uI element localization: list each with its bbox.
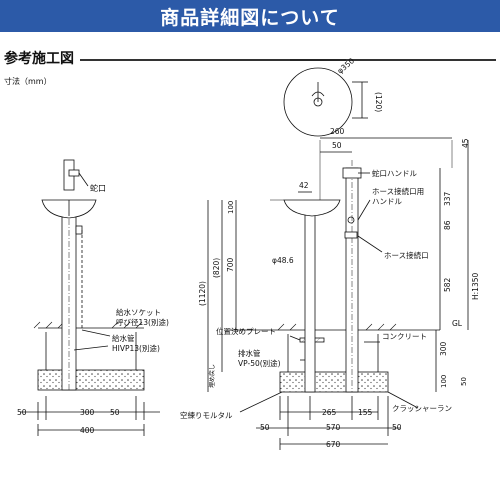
right-view	[207, 137, 469, 450]
dim-left: 50	[17, 408, 27, 417]
mortar-leader	[239, 391, 283, 413]
label-socket-2: 呼び径13(別途)	[116, 317, 169, 327]
dim-42: 42	[299, 181, 309, 190]
top-view	[283, 59, 368, 137]
label-pipe-1: 給水管	[112, 333, 135, 343]
label-drain-2: VP-50(別途)	[238, 358, 281, 368]
label-hose-handle-1: ホース接続口用	[372, 186, 424, 196]
dim-center: 300	[80, 408, 95, 417]
dim-48-6: φ48.6	[272, 256, 294, 265]
top-dia: φ350	[336, 56, 357, 75]
dim-50-r: 50	[392, 423, 402, 432]
dim-50-top: 50	[332, 141, 342, 150]
unit-label: 寸法（mm）	[4, 77, 52, 86]
left-faucet	[68, 169, 80, 177]
section-heading: 参考施工図	[4, 48, 496, 68]
label-pipe-2: HIVP13(別途)	[112, 343, 160, 353]
label-drain-1: 排水管	[238, 348, 261, 358]
label-socket-1: 給水ソケット	[116, 307, 161, 317]
dim-50-b: 50	[460, 377, 468, 386]
section-title: 参考施工図	[4, 51, 74, 67]
label-plate: 位置決めプレート	[216, 326, 276, 336]
top-faucet-shape	[311, 91, 325, 97]
right-drain-pipe	[304, 207, 316, 393]
dim-260: 260	[330, 127, 345, 136]
dim-100-b: 100	[440, 375, 448, 388]
section-rule	[80, 59, 496, 61]
label-gl: GL	[452, 319, 463, 328]
dim-700: 700	[226, 257, 235, 272]
dim-582: 582	[443, 277, 452, 292]
hose-handle-leader	[357, 199, 371, 221]
dim-155: 155	[358, 408, 373, 417]
right-gravel-layer	[279, 371, 389, 393]
right-ground-hatch	[277, 323, 397, 331]
dim-total: 400	[80, 426, 95, 435]
hose-leader	[357, 235, 383, 253]
label-hose: ホース接続口	[384, 250, 429, 260]
label-handle: 蛇口ハンドル	[372, 168, 417, 178]
label-faucet: 蛇口	[90, 183, 106, 193]
pipe-leader	[73, 345, 109, 351]
plate-leader	[289, 335, 301, 341]
dim-820: (820)	[212, 258, 221, 278]
label-crusher: クラッシャーラン	[392, 404, 452, 413]
dim-337: 337	[443, 191, 452, 206]
dim-100: 100	[227, 201, 235, 214]
dim-right: 50	[110, 408, 120, 417]
label-concrete: コンクリート	[382, 332, 427, 341]
page-title: 商品詳細図について	[160, 6, 340, 29]
socket-leader	[81, 329, 111, 337]
fill-label: 埋め戻し	[208, 364, 216, 388]
top-offset: (120)	[374, 92, 383, 112]
faucet-leader	[78, 172, 89, 187]
left-view	[20, 159, 160, 436]
header-banner: 商品詳細図について	[0, 0, 500, 32]
dim-1120: (1120)	[198, 281, 207, 306]
crusher-leader	[387, 391, 419, 409]
label-mortar: 空練りモルタル	[180, 410, 233, 420]
right-basin	[283, 199, 341, 217]
hose-port	[344, 231, 358, 239]
dim-50-l: 50	[260, 423, 270, 432]
dim-265: 265	[322, 408, 337, 417]
dim-86: 86	[443, 220, 452, 230]
left-ground-hatch	[33, 321, 143, 329]
dim-670: 670	[326, 440, 341, 449]
left-socket	[75, 225, 83, 235]
dim-h: H:1350	[471, 273, 480, 300]
dim-570: 570	[326, 423, 341, 432]
left-gravel-layer	[37, 369, 145, 391]
hose-handle-knob	[347, 216, 355, 224]
label-hose-handle-2: ハンドル	[372, 197, 402, 206]
dim-300: 300	[439, 341, 448, 356]
dim-45: 45	[461, 138, 470, 148]
